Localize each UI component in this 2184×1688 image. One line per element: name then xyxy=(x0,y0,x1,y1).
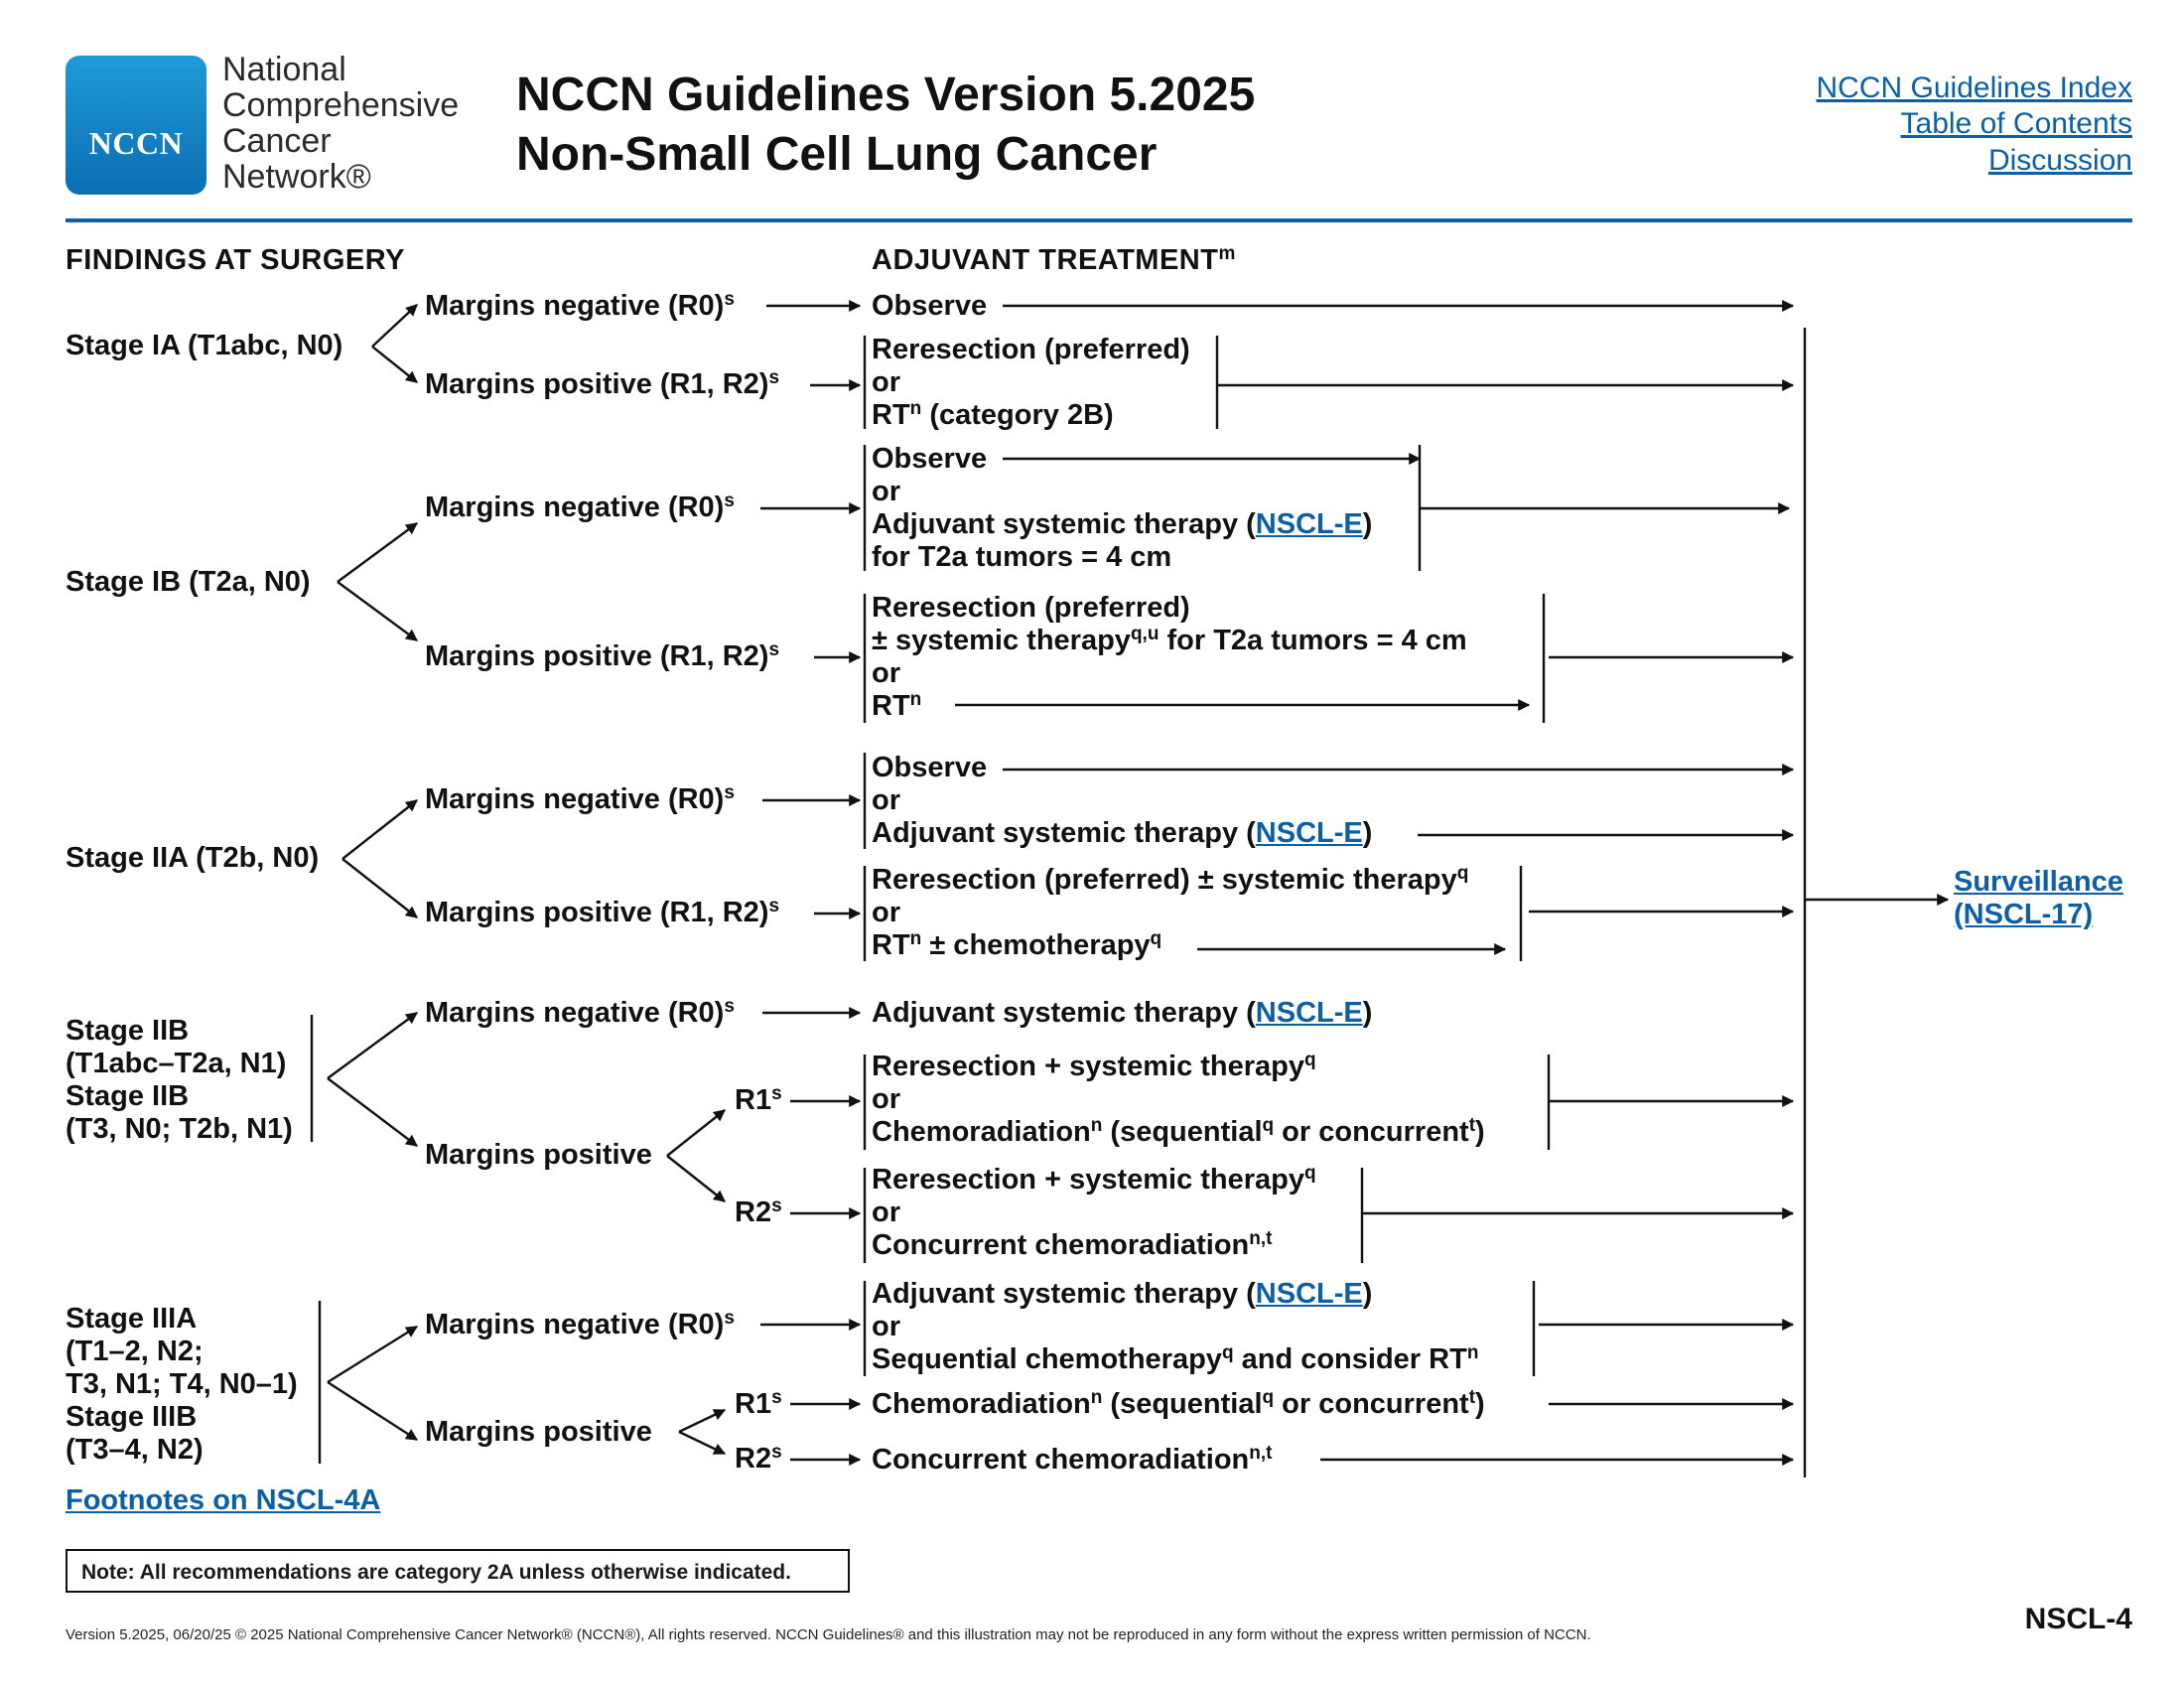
stage-ib-label: Stage IB (T2a, N0) xyxy=(66,566,311,598)
header-divider xyxy=(66,218,2132,222)
treatment-adjuvant-systemic: Adjuvant systemic therapy (NSCL-E) xyxy=(872,997,1373,1029)
org-line: Cancer xyxy=(222,122,332,160)
nccn-logo: NCCN xyxy=(66,56,206,195)
branch-arrow xyxy=(371,346,418,383)
org-line: Network® xyxy=(222,158,371,196)
treatment-block: Reresection + systemic therapyq or Concu… xyxy=(872,1163,1316,1261)
margins-positive-label: Margins positive (R1, R2)s xyxy=(425,896,780,928)
copyright-notice: Version 5.2025, 06/20/25 © 2025 National… xyxy=(66,1626,1591,1643)
treatment-observe: Observe xyxy=(872,290,988,322)
adjuvant-treatment-heading: ADJUVANT TREATMENTm xyxy=(872,243,1236,276)
treatment-chemoradiation: Chemoradiationn (sequentialq or concurre… xyxy=(872,1387,1485,1420)
guideline-topic-title: Non-Small Cell Lung Cancer xyxy=(516,128,1158,181)
category-note: Note: All recommendations are category 2… xyxy=(66,1549,850,1593)
organization-name: National Comprehensive Cancer Network® xyxy=(222,52,459,195)
treatment-block: Reresection (preferred) ± systemic thera… xyxy=(872,863,1469,961)
margins-positive-label: Margins positive xyxy=(425,1416,652,1448)
discussion-link[interactable]: Discussion xyxy=(1987,144,2132,177)
treatment-block: Reresection (preferred) ± systemic thera… xyxy=(872,592,1467,722)
treatment-block: Observe or Adjuvant systemic therapy (NS… xyxy=(872,443,1373,573)
margins-positive-label: Margins positive (R1, R2)s xyxy=(425,639,780,672)
table-of-contents-link[interactable]: Table of Contents xyxy=(1900,107,2132,140)
nscl-e-link[interactable]: NSCL-E xyxy=(1255,1278,1363,1310)
surveillance-link[interactable]: Surveillance (NSCL-17) xyxy=(1954,866,2123,930)
nscl-e-link[interactable]: NSCL-E xyxy=(1255,508,1363,540)
r2-label: R2s xyxy=(735,1442,782,1475)
margins-positive-label: Margins positive xyxy=(425,1139,652,1171)
guidelines-index-link[interactable]: NCCN Guidelines Index xyxy=(1816,71,2132,104)
page-identifier: NSCL-4 xyxy=(2024,1603,2132,1635)
branch-arrow xyxy=(666,1155,726,1202)
logo-wordmark: NCCN xyxy=(88,125,184,161)
branch-arrow xyxy=(341,799,418,860)
branch-arrow xyxy=(337,581,418,641)
r1-label: R1s xyxy=(735,1083,782,1116)
stage-iia-label: Stage IIA (T2b, N0) xyxy=(66,842,320,874)
branch-arrow xyxy=(341,858,418,918)
margins-negative-label: Margins negative (R0)s xyxy=(425,491,735,523)
margins-negative-label: Margins negative (R0)s xyxy=(425,289,735,322)
treatment-concurrent-chemoradiation: Concurrent chemoradiationn,t xyxy=(872,1443,1273,1476)
branch-arrow xyxy=(678,1408,727,1434)
footnotes-link[interactable]: Footnotes on NSCL-4A xyxy=(66,1484,381,1516)
branch-arrow xyxy=(327,1012,418,1079)
branch-arrow xyxy=(678,1430,727,1456)
branch-arrow xyxy=(666,1109,726,1157)
branch-arrow xyxy=(371,304,418,348)
r2-label: R2s xyxy=(735,1196,782,1228)
branch-arrow xyxy=(337,522,418,583)
stage-iib-label: Stage IIB(T1abc–T2a, N1)Stage IIB(T3, N0… xyxy=(66,1015,293,1145)
org-line: National xyxy=(222,51,346,88)
margins-negative-label: Margins negative (R0)s xyxy=(425,996,735,1029)
r1-label: R1s xyxy=(735,1387,782,1420)
treatment-block: Reresection (preferred) or RTn (category… xyxy=(872,334,1190,431)
margins-positive-label: Margins positive (R1, R2)s xyxy=(425,367,780,400)
stage-iiia-iiib-label: Stage IIIA(T1–2, N2;T3, N1; T4, N0–1)Sta… xyxy=(66,1303,298,1466)
margins-negative-label: Margins negative (R0)s xyxy=(425,782,735,815)
stage-ia-label: Stage IA (T1abc, N0) xyxy=(66,330,343,361)
org-line: Comprehensive xyxy=(222,86,460,124)
branch-arrow xyxy=(327,1380,419,1442)
guideline-version-title: NCCN Guidelines Version 5.2025 xyxy=(516,69,1256,121)
nscl-e-link[interactable]: NSCL-E xyxy=(1255,997,1363,1029)
treatment-block: Adjuvant systemic therapy (NSCL-E) or Se… xyxy=(872,1278,1479,1375)
margins-negative-label: Margins negative (R0)s xyxy=(425,1308,735,1340)
treatment-block: Observe or Adjuvant systemic therapy (NS… xyxy=(872,752,1373,849)
findings-at-surgery-heading: FINDINGS AT SURGERY xyxy=(66,244,405,276)
treatment-block: Reresection + systemic therapyq or Chemo… xyxy=(872,1050,1485,1148)
branch-arrow xyxy=(327,1325,419,1384)
nscl-e-link[interactable]: NSCL-E xyxy=(1255,817,1363,849)
branch-arrow xyxy=(327,1077,418,1147)
